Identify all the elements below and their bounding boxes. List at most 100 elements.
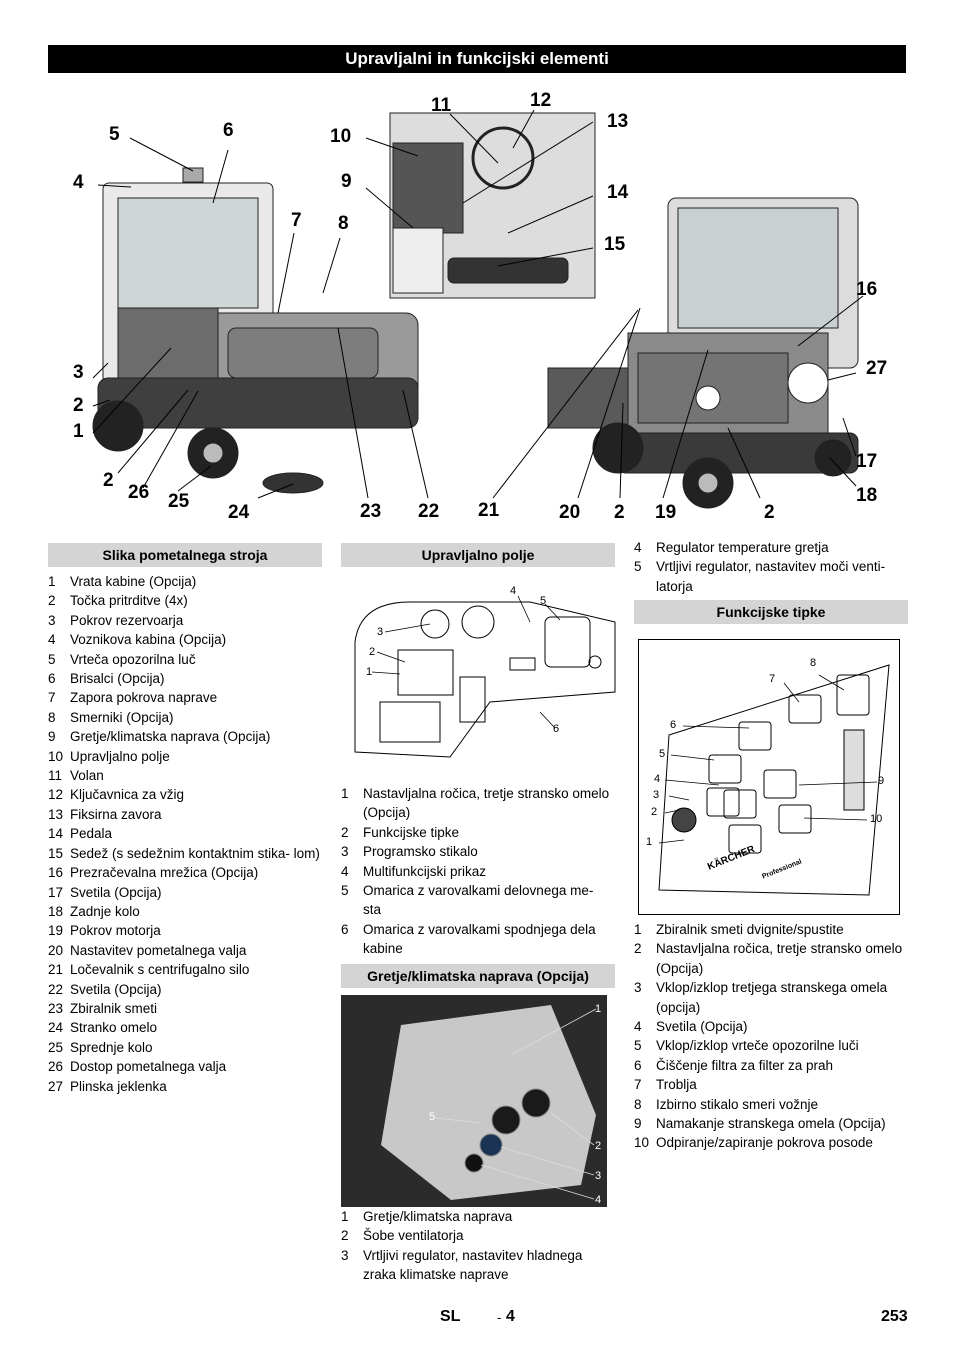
- list-item-text: Vrtljivi regulator, nastavitev hladnega …: [363, 1247, 583, 1283]
- list-item-text: Nastavitev pometalnega valja: [70, 942, 247, 958]
- list-item-number: 20: [48, 942, 64, 958]
- list-item: 11 Volan: [48, 766, 322, 785]
- list-item-text: Fiksirna zavora: [70, 806, 162, 822]
- list-item-text: Regulator temperature gretja: [656, 540, 829, 555]
- list-item-text: Ločevalnik s centrifugalno silo: [70, 962, 250, 978]
- list-item-number: 16: [48, 865, 64, 881]
- footer-language: SL: [440, 1308, 461, 1325]
- callout-2d: 2: [764, 502, 775, 523]
- fk-callout-1: 1: [646, 836, 653, 848]
- callout-15: 15: [604, 234, 626, 255]
- list-item-number: 3: [341, 844, 349, 860]
- callout-21: 21: [478, 500, 500, 521]
- ht-callout-5: 5: [429, 1111, 436, 1123]
- list-item-text: Volan: [70, 768, 104, 784]
- list-item-text: Pokrov motorja: [70, 923, 161, 939]
- sweeper-figure: 5 6 4 7 8 3 2 1 2 26 25 24 23 22 21 10 9…: [48, 88, 906, 528]
- list-item-number: 11: [48, 768, 63, 784]
- list-item-text: Odpiranje/zapiranje pokrova posode: [656, 1135, 873, 1151]
- callout-9: 9: [341, 171, 352, 192]
- fk-callout-4: 4: [654, 773, 661, 785]
- callout-1: 1: [73, 421, 84, 442]
- list-item-number: 3: [48, 612, 56, 628]
- list-item-text: Omarica z varovalkami spodnjega dela kab…: [363, 921, 596, 957]
- list-item: 20 Nastavitev pometalnega valja: [48, 941, 322, 960]
- cabin-inset: [389, 112, 596, 299]
- fk-callout-2: 2: [651, 806, 658, 818]
- list-item-text: Vklop/izklop vrteče opozorilne luči: [656, 1038, 859, 1054]
- list-item-number: 2: [341, 824, 349, 840]
- list-item-text: Brisalci (Opcija): [70, 671, 165, 687]
- list-item-number: 2: [48, 593, 56, 609]
- control-panel-drawing: [354, 595, 616, 758]
- list-item-number: 6: [341, 921, 349, 937]
- list-item-number: 10: [48, 748, 64, 764]
- list-item-text: Multifunkcijski prikaz: [363, 863, 487, 879]
- list-item-number: 4: [341, 863, 349, 879]
- callout-4: 4: [73, 172, 84, 193]
- list-item-text: Vrteča opozorilna luč: [70, 651, 196, 667]
- list-item-number: 4: [48, 632, 56, 648]
- list-item-text: Dostop pometalnega valja: [70, 1059, 227, 1075]
- cp-callout-5: 5: [540, 595, 547, 607]
- list-item-number: 4: [634, 1019, 642, 1035]
- function-keys-drawing: KÄRCHER: [658, 664, 890, 896]
- list-item-text: Svetila (Opcija): [70, 981, 162, 997]
- list-item-number: 2: [634, 941, 642, 957]
- cp-callout-6: 6: [553, 723, 560, 735]
- list-item-text: Izbirno stikalo smeri vožnje: [656, 1096, 819, 1112]
- list-item-number: 7: [634, 1077, 642, 1093]
- fk-callout-7: 7: [769, 673, 776, 685]
- list-item: 4 Multifunkcijski prikaz: [341, 862, 615, 881]
- list-item-text: Vrtljivi regulator, nastavitev moči vent…: [656, 559, 886, 594]
- section-heading-control-panel: Upravljalno polje: [341, 543, 615, 567]
- list-item-text: Zapora pokrova naprave: [70, 690, 218, 706]
- cp-callout-1: 1: [366, 666, 373, 678]
- list-item-text: Točka pritrditve (4x): [70, 593, 188, 609]
- list-item: 3 Programsko stikalo: [341, 842, 615, 861]
- fk-callout-3: 3: [653, 789, 660, 801]
- list-item-number: 9: [634, 1116, 642, 1132]
- callout-27: 27: [866, 358, 888, 379]
- list-item-text: Plinska jeklenka: [70, 1078, 167, 1094]
- list-item-text: Ključavnica za vžig: [70, 787, 185, 803]
- callout-3: 3: [73, 362, 84, 383]
- callout-11: 11: [431, 95, 452, 116]
- list-item-text: Smerniki (Opcija): [70, 709, 174, 725]
- list-item-number: 3: [634, 980, 642, 996]
- list-item-text: Programsko stikalo: [363, 844, 478, 860]
- page-title: Upravljalni in funkcijski elementi: [48, 45, 906, 73]
- heating-photo: 1 5 2 3 4: [341, 995, 607, 1207]
- list-item-number: 18: [48, 903, 64, 919]
- list-item-number: 26: [48, 1059, 64, 1075]
- list-item-text: Čiščenje filtra za filter za prah: [656, 1057, 834, 1073]
- callout-12: 12: [530, 90, 552, 111]
- karcher-logo: KÄRCHER: [705, 842, 757, 873]
- list-item-text: Svetila (Opcija): [70, 884, 162, 900]
- ht-callout-4: 4: [595, 1194, 602, 1206]
- callout-18: 18: [856, 485, 878, 506]
